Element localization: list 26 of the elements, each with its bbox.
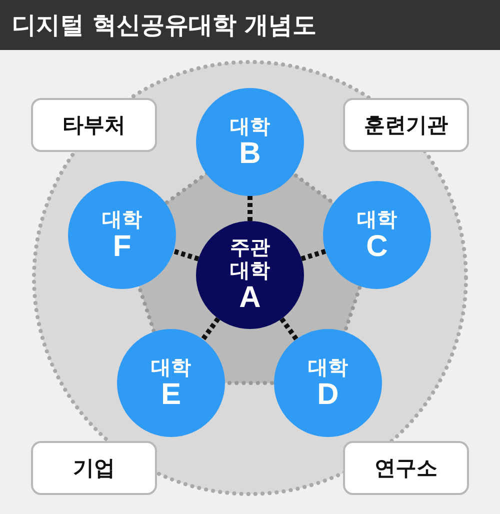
university-label: 대학 (357, 208, 397, 230)
university-letter: A (239, 282, 261, 314)
title: 디지털 혁신공유대학 개념도 (12, 10, 317, 41)
dashed-connector (300, 248, 326, 262)
partner-label: 훈련기관 (364, 112, 448, 139)
dashed-connector (280, 317, 298, 341)
partner-box (31, 441, 157, 495)
dashed-connector (172, 248, 200, 262)
partner-box (31, 98, 157, 152)
partner-label: 기업 (73, 455, 115, 482)
university-label: 대학 (151, 356, 191, 378)
university-letter: F (112, 230, 132, 262)
university-letter: C (366, 230, 388, 262)
university-letter: B (239, 138, 261, 170)
partner-box (343, 98, 469, 152)
university-label: 대학 (308, 356, 348, 378)
dashed-connector (200, 317, 220, 341)
partner-label: 연구소 (374, 455, 438, 482)
partner-label: 타부처 (62, 112, 126, 139)
university-letter: E (160, 378, 181, 410)
partner-box (343, 441, 469, 495)
university-label: 대학 (102, 208, 142, 230)
dashed-connector (248, 196, 252, 221)
university-letter: D (317, 378, 339, 410)
university-label: 대학 (230, 114, 270, 138)
university-label: 주관 대학 (229, 236, 271, 282)
